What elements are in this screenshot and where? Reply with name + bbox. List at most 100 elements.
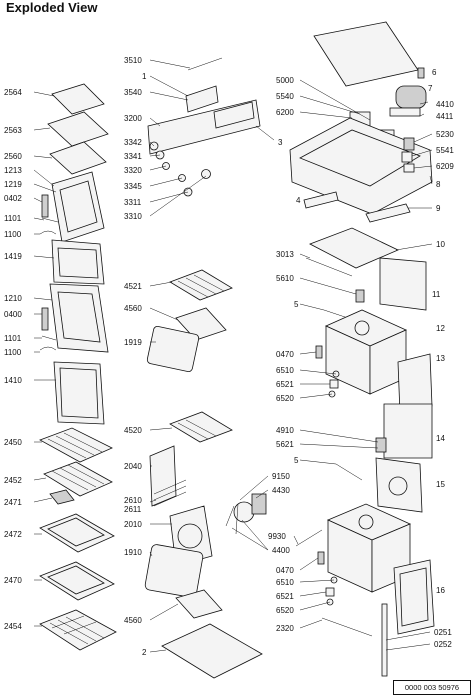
label-12: 12 bbox=[436, 324, 445, 333]
part-labels: 2564 2563 2560 1213 1219 0402 1101 1100 … bbox=[4, 56, 454, 657]
label-0402: 0402 bbox=[4, 194, 22, 203]
label-5610: 5610 bbox=[276, 274, 294, 283]
label-9930: 9930 bbox=[268, 532, 286, 541]
label-3345: 3345 bbox=[124, 182, 142, 191]
part-4521 bbox=[169, 269, 233, 301]
label-6520-a: 6520 bbox=[276, 394, 294, 403]
label-4521: 4521 bbox=[124, 282, 142, 291]
label-2563: 2563 bbox=[4, 126, 22, 135]
label-6209: 6209 bbox=[436, 162, 454, 171]
part-5a bbox=[323, 309, 349, 319]
part-1101b bbox=[41, 335, 57, 341]
label-0470-b: 0470 bbox=[276, 566, 294, 575]
part-2563 bbox=[47, 111, 109, 147]
part-4910 bbox=[375, 437, 387, 453]
label-5541: 5541 bbox=[436, 146, 454, 155]
part-5610 bbox=[355, 289, 365, 303]
part-2454-grid bbox=[49, 615, 105, 645]
label-4560-b: 4560 bbox=[124, 616, 142, 625]
part-3510 bbox=[187, 57, 223, 71]
label-1100-a: 1100 bbox=[4, 230, 22, 239]
label-5-a: 5 bbox=[294, 300, 299, 309]
label-3510: 3510 bbox=[124, 56, 142, 65]
label-2560: 2560 bbox=[4, 152, 22, 161]
label-8: 8 bbox=[436, 180, 441, 189]
part-1101a bbox=[41, 217, 59, 223]
label-2472: 2472 bbox=[4, 530, 22, 539]
part-2454 bbox=[39, 609, 117, 651]
label-2610: 2610 bbox=[124, 496, 142, 505]
label-3311: 3311 bbox=[124, 198, 142, 207]
label-0400: 0400 bbox=[4, 310, 22, 319]
label-4910: 4910 bbox=[276, 426, 294, 435]
part-4560b bbox=[175, 589, 223, 619]
part-2610-2611-rails bbox=[153, 479, 187, 507]
part-4520-coils bbox=[177, 419, 217, 440]
part-4411 bbox=[389, 107, 421, 117]
label-2611: 2611 bbox=[124, 505, 142, 514]
part-4410 bbox=[395, 85, 427, 109]
part-15-fan bbox=[388, 476, 408, 496]
label-5000: 5000 bbox=[276, 76, 294, 85]
part-0400 bbox=[41, 307, 49, 331]
part-4 bbox=[303, 191, 339, 209]
label-1919: 1919 bbox=[124, 338, 142, 347]
center-column-parts bbox=[144, 57, 323, 679]
label-6: 6 bbox=[432, 68, 437, 77]
part-2452-bars bbox=[51, 464, 105, 491]
label-3310: 3310 bbox=[124, 212, 142, 221]
label-0252: 0252 bbox=[434, 640, 452, 649]
right-column-parts bbox=[289, 21, 435, 677]
part-0402 bbox=[41, 194, 49, 218]
label-1: 1 bbox=[142, 72, 147, 81]
label-1910: 1910 bbox=[124, 548, 142, 557]
part-16-window bbox=[399, 567, 429, 627]
label-1100-b: 1100 bbox=[4, 348, 22, 357]
part-1419-inner bbox=[57, 247, 99, 279]
label-3320: 3320 bbox=[124, 166, 142, 175]
part-11 bbox=[379, 257, 427, 311]
part-2564 bbox=[51, 83, 105, 115]
part-6 bbox=[313, 21, 419, 87]
part-12-hole bbox=[354, 320, 370, 336]
label-6521-b: 6521 bbox=[276, 592, 294, 601]
label-2564: 2564 bbox=[4, 88, 22, 97]
part-7 bbox=[417, 67, 425, 79]
label-15: 15 bbox=[436, 480, 445, 489]
part-1210-window bbox=[57, 291, 101, 343]
part-6521a bbox=[329, 379, 339, 389]
label-1210: 1210 bbox=[4, 294, 22, 303]
label-2454: 2454 bbox=[4, 622, 22, 631]
label-16: 16 bbox=[436, 586, 445, 595]
label-4: 4 bbox=[296, 196, 301, 205]
part-1213-window bbox=[59, 180, 98, 233]
part-14 bbox=[383, 403, 433, 459]
label-9: 9 bbox=[436, 204, 441, 213]
part-0470a bbox=[315, 345, 323, 359]
label-5-b: 5 bbox=[294, 456, 299, 465]
label-10: 10 bbox=[436, 240, 445, 249]
label-2450: 2450 bbox=[4, 438, 22, 447]
label-14: 14 bbox=[436, 434, 445, 443]
label-9150: 9150 bbox=[272, 472, 290, 481]
document-number: 0000 003 50976 bbox=[393, 680, 471, 695]
label-4520: 4520 bbox=[124, 426, 142, 435]
part-5541 bbox=[401, 151, 413, 163]
part-2320 bbox=[321, 617, 373, 637]
label-4410: 4410 bbox=[436, 100, 454, 109]
part-4520 bbox=[169, 411, 233, 443]
label-6200: 6200 bbox=[276, 108, 294, 117]
label-6521-a: 6521 bbox=[276, 380, 294, 389]
part-2560 bbox=[49, 141, 107, 175]
label-4430: 4430 bbox=[272, 486, 290, 495]
part-10 bbox=[309, 227, 399, 269]
part-2470-inner bbox=[47, 565, 105, 595]
part-3013 bbox=[305, 257, 353, 277]
label-2010: 2010 bbox=[124, 520, 142, 529]
label-11: 11 bbox=[432, 290, 441, 299]
part-3540 bbox=[185, 85, 219, 113]
label-2: 2 bbox=[142, 648, 147, 657]
label-5621: 5621 bbox=[276, 440, 294, 449]
label-6520-b: 6520 bbox=[276, 606, 294, 615]
